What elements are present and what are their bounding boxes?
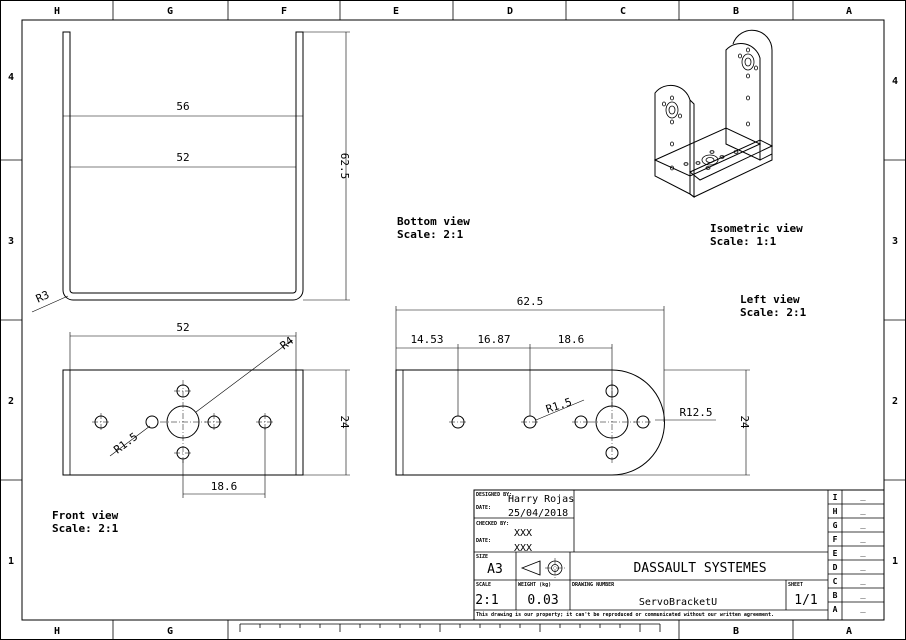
revision-f: F <box>833 535 838 544</box>
isometric-view <box>653 29 774 198</box>
left-view-scale: Scale: 2:1 <box>740 306 807 319</box>
revision-mark-b: _ <box>860 590 866 600</box>
dim-front-r15: R1.5 <box>111 430 140 456</box>
isometric-view-scale: Scale: 1:1 <box>710 235 777 248</box>
left-view-title: Left view <box>740 293 800 306</box>
zone-col-top-d: D <box>507 6 513 17</box>
date2-value: XXX <box>514 543 532 554</box>
zone-row-left-1: 1 <box>8 556 14 567</box>
notice-text: This drawing is our property; it can't b… <box>476 612 774 618</box>
scale-label: SCALE <box>476 582 491 588</box>
revision-mark-a: _ <box>860 604 866 614</box>
drawing-number-label: DRAWING NUMBER <box>572 582 615 588</box>
left-view-outline <box>395 369 665 476</box>
zone-labels: H G F E D C B A H G B A 4 3 2 1 4 3 2 1 <box>8 6 898 637</box>
scale-value: 2:1 <box>475 593 498 608</box>
date-label: DATE: <box>476 505 491 511</box>
front-view-title: Front view <box>52 509 119 522</box>
isometric-view-title: Isometric view <box>710 222 803 235</box>
revision-mark-i: _ <box>860 492 866 502</box>
zone-row-left-2: 2 <box>8 396 14 407</box>
date-value: 25/04/2018 <box>508 508 568 519</box>
dim-left-seg3: 18.6 <box>558 333 585 346</box>
zone-row-left-3: 3 <box>8 236 14 247</box>
revision-c: C <box>833 577 838 586</box>
zone-row-right-2: 2 <box>892 396 898 407</box>
dim-bottom-height: 62.5 <box>338 153 351 180</box>
dim-front-width: 52 <box>176 321 189 334</box>
zone-col-top-g: G <box>167 6 173 17</box>
revision-i: I <box>833 493 838 502</box>
revision-b: B <box>833 591 838 600</box>
revision-e: E <box>833 549 838 558</box>
bottom-view-profile <box>62 31 304 301</box>
view-labels: Bottom view Scale: 2:1 Isometric view Sc… <box>52 215 807 535</box>
dim-left-height: 24 <box>738 415 751 429</box>
dim-left-r125: R12.5 <box>679 406 712 419</box>
zone-row-right-1: 1 <box>892 556 898 567</box>
bottom-view-scale: Scale: 2:1 <box>397 228 464 241</box>
designed-by-label: DESIGNED BY: <box>476 492 512 498</box>
dim-bottom-outer-width: 56 <box>176 100 189 113</box>
zone-col-top-e: E <box>393 6 399 17</box>
dim-front-r4: R4 <box>278 334 297 353</box>
revision-mark-f: _ <box>860 534 866 544</box>
zone-col-bottom-a: A <box>846 626 852 637</box>
zone-row-left-4: 4 <box>8 72 14 83</box>
date2-label: DATE: <box>476 538 491 544</box>
bottom-ruler <box>239 623 661 632</box>
size-label: SIZE <box>476 554 488 560</box>
front-view: 52 R4 R1.5 24 18.6 <box>62 321 351 498</box>
weight-value: 0.03 <box>527 593 558 608</box>
weight-label: WEIGHT (kg) <box>518 582 551 588</box>
checked-by-value: XXX <box>514 528 532 539</box>
checked-by-label: CHECKED BY: <box>476 521 509 527</box>
front-view-scale: Scale: 2:1 <box>52 522 119 535</box>
revision-d: D <box>833 563 838 572</box>
revision-mark-h: _ <box>860 506 866 516</box>
projection-symbol-icon <box>520 558 565 578</box>
dim-left-r15: R1.5 <box>544 395 573 416</box>
company-name: DASSAULT SYSTEMES <box>633 561 766 576</box>
sheet-label: SHEET <box>788 582 803 588</box>
revision-g: G <box>833 521 838 530</box>
zone-col-bottom-b: B <box>733 626 739 637</box>
bottom-view: 56 52 62.5 R3 <box>31 31 351 313</box>
zone-col-top-a: A <box>846 6 852 17</box>
designed-by-value: Harry Rojas <box>508 494 574 505</box>
revision-mark-d: _ <box>860 562 866 572</box>
dim-left-seg1: 14.53 <box>410 333 443 346</box>
bottom-view-title: Bottom view <box>397 215 470 228</box>
dim-bottom-radius: R3 <box>34 288 51 305</box>
zone-col-bottom-h: H <box>54 626 60 637</box>
dim-left-total: 62.5 <box>517 295 544 308</box>
revision-a: A <box>833 605 838 614</box>
front-hole-left-inner <box>145 415 159 429</box>
dim-left-seg2: 16.87 <box>477 333 510 346</box>
left-view: 62.5 14.53 16.87 18.6 R1.5 R12.5 24 <box>395 295 751 476</box>
zone-col-top-c: C <box>620 6 626 17</box>
size-value: A3 <box>487 562 503 577</box>
dim-front-height: 24 <box>338 415 351 429</box>
sheet-value: 1/1 <box>794 593 817 608</box>
zone-row-right-4: 4 <box>892 76 898 87</box>
zone-col-top-f: F <box>281 6 287 17</box>
zone-col-top-b: B <box>733 6 739 17</box>
revision-mark-e: _ <box>860 548 866 558</box>
dim-front-spacing: 18.6 <box>211 480 238 493</box>
revision-h: H <box>833 507 838 516</box>
dim-bottom-inner-width: 52 <box>176 151 189 164</box>
revision-mark-c: _ <box>860 576 866 586</box>
zone-col-bottom-g: G <box>167 626 173 637</box>
title-block: DESIGNED BY: DATE: CHECKED BY: DATE: SIZ… <box>473 489 885 621</box>
revision-mark-g: _ <box>860 520 866 530</box>
zone-col-top-h: H <box>54 6 60 17</box>
drawing-number-value: ServoBracketU <box>639 597 717 608</box>
zone-row-right-3: 3 <box>892 236 898 247</box>
